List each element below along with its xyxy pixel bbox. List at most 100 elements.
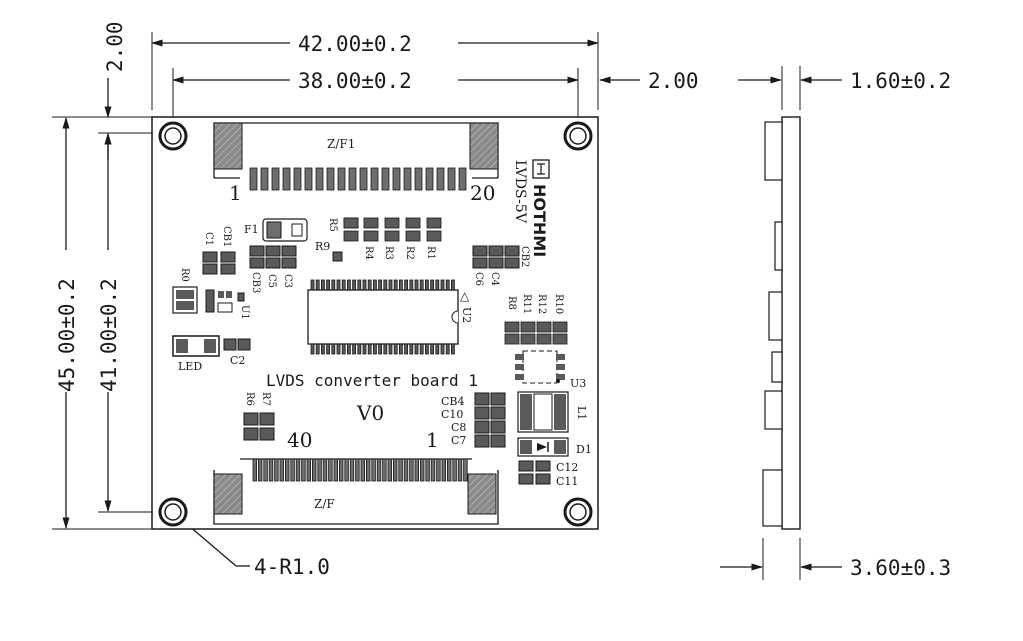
hole-pitch-width-label: 38.00±0.2 <box>298 69 412 93</box>
c3-label: C3 <box>282 274 293 288</box>
ic-pin <box>419 279 424 291</box>
ic-pin <box>367 343 372 355</box>
ic-pin <box>383 279 388 291</box>
ic-u3: U3 <box>515 350 586 390</box>
connector-pin <box>301 458 306 482</box>
resistor-pad <box>536 333 552 345</box>
top-offset-label: 2.00 <box>103 21 127 72</box>
l1-label: L1 <box>575 406 588 420</box>
c12-label: C12 <box>556 461 578 474</box>
resistor-pad <box>520 333 536 345</box>
ic-pin <box>430 279 435 291</box>
ic-pin <box>320 343 325 355</box>
ic-pin <box>430 343 435 355</box>
resistor-pad <box>552 321 568 333</box>
ic-pin <box>450 279 455 291</box>
resistors-r6-r7: R6 R7 <box>243 392 275 441</box>
capacitors-c1-cb1: C1 CB1 <box>202 226 236 275</box>
ic-pin <box>393 279 398 291</box>
connector-pin <box>311 458 317 482</box>
connector-pin <box>376 458 382 482</box>
c4-label: C4 <box>489 272 500 286</box>
ic-pin <box>331 279 336 291</box>
r7-label: R7 <box>260 392 271 406</box>
cb4-label: CB4 <box>441 395 465 408</box>
board-version: V0 <box>356 401 384 425</box>
connector-pin <box>279 458 284 482</box>
r6-label: R6 <box>244 392 255 406</box>
top-connector-pins <box>249 167 467 191</box>
ic-pin <box>435 279 440 291</box>
resistor-pad <box>426 230 442 242</box>
resistor-pad <box>384 217 400 229</box>
ic-pin <box>393 343 398 355</box>
ic-pin <box>378 343 383 355</box>
top-connector-label: Z/F1 <box>327 137 355 151</box>
connector-pin <box>436 167 445 191</box>
bottom-connector-label: Z/F <box>314 497 335 511</box>
connector-pin <box>315 167 324 191</box>
ic-pin <box>372 343 377 355</box>
connector-pin <box>425 458 430 482</box>
resistor-pad <box>405 217 421 229</box>
ic-pin <box>409 343 414 355</box>
connector-pin <box>392 458 398 482</box>
capacitors-c11-c12: C12 C11 <box>518 460 578 488</box>
u2-pin1-mark: △ <box>460 289 470 303</box>
connector-pin <box>463 458 468 482</box>
ic-pin <box>419 343 424 355</box>
connector-pin <box>274 458 279 482</box>
ic-pin <box>440 279 445 291</box>
connector-pin <box>436 458 441 482</box>
c8-label: C8 <box>451 421 466 434</box>
resistor-pad <box>504 321 520 333</box>
connector-pin <box>382 458 387 482</box>
u3-label: U3 <box>570 377 586 390</box>
led-label: LED <box>178 360 202 373</box>
connector-pin <box>371 458 376 482</box>
connector-pin <box>344 458 349 482</box>
connector-pin <box>338 458 344 482</box>
connector-pin <box>349 458 355 482</box>
connector-pin <box>387 458 392 482</box>
ic-pin <box>383 343 388 355</box>
ic-pin <box>341 279 346 291</box>
total-thickness-label: 3.60±0.3 <box>850 556 951 580</box>
ic-pin <box>414 343 419 355</box>
connector-pin <box>282 167 291 191</box>
connector-pin <box>348 167 357 191</box>
r3-label: R3 <box>383 246 394 260</box>
u2-label: U2 <box>460 307 473 323</box>
ic-pin <box>372 279 377 291</box>
r12-label: R12 <box>536 294 547 314</box>
resistor-pad <box>384 230 400 242</box>
connector-pin <box>447 167 456 191</box>
ic-pin <box>315 279 320 291</box>
ic-pin <box>315 343 320 355</box>
side-board <box>781 116 801 530</box>
ic-pin <box>336 279 341 291</box>
ic-pin <box>331 343 336 355</box>
ic-pin <box>424 279 429 291</box>
ic-pin <box>346 343 351 355</box>
bottom-connector-pins <box>252 458 468 482</box>
connector-pin <box>252 458 257 482</box>
c1-label: C1 <box>203 232 214 246</box>
mount-hole-bottom-left <box>158 497 188 527</box>
resistor-pad <box>405 230 421 242</box>
resistor-pad <box>343 217 359 229</box>
cb1-label: CB1 <box>221 226 232 247</box>
ic-pin <box>388 279 393 291</box>
capacitors-cb2-c4-c6: CB2 C4 C6 <box>472 245 530 286</box>
ic-pin <box>310 279 315 291</box>
resistor-pad <box>536 321 552 333</box>
side-view <box>762 116 801 530</box>
connector-pin <box>430 458 436 482</box>
bottom-pin-last: 1 <box>426 428 439 452</box>
resistor-pad <box>363 230 379 242</box>
mount-hole-bottom-right <box>563 497 593 527</box>
resistors-r8-r12: R8 R11 R12 R10 <box>504 294 568 345</box>
connector-pin <box>414 458 419 482</box>
ic-pin <box>445 343 450 355</box>
connector-pin <box>359 167 368 191</box>
